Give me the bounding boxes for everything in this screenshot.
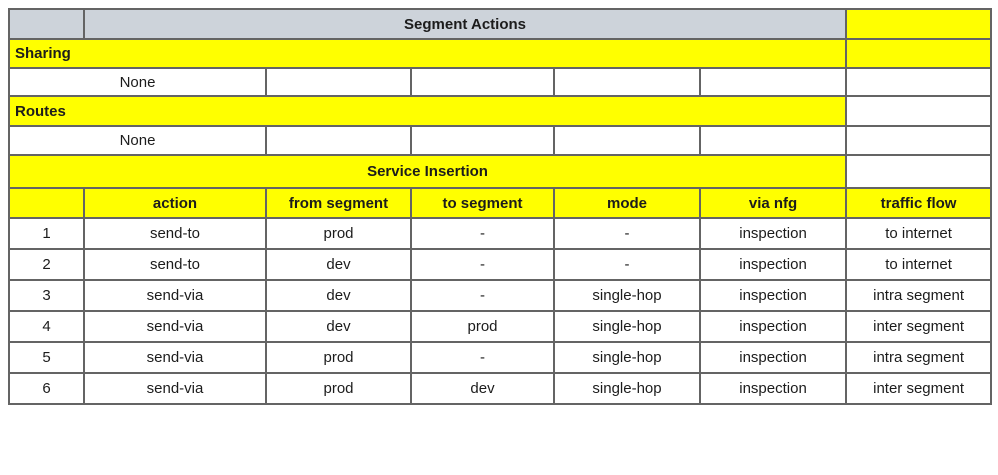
cell-action: send-to: [83, 248, 267, 281]
service-insertion-band-row: Service Insertion: [7, 154, 993, 189]
routes-band-row: Routes: [7, 95, 993, 127]
cell-to-segment: dev: [410, 372, 555, 405]
sharing-right-cell: [845, 38, 993, 69]
column-header-to-segment: to segment: [410, 187, 555, 219]
title-corner-cell: [8, 8, 85, 40]
cell-action: send-via: [83, 372, 267, 405]
routes-value-row: None: [8, 125, 993, 156]
service-insertion-right-cell: [845, 154, 993, 189]
sharing-section-label: Sharing: [7, 38, 848, 69]
cell-via-nfg: inspection: [698, 217, 848, 250]
cell-to-segment: -: [410, 341, 555, 374]
column-header-via-nfg: via nfg: [698, 187, 848, 219]
empty-cell: [845, 125, 993, 156]
column-header-row-num: [8, 187, 85, 219]
row-number: 5: [8, 341, 85, 374]
column-header-from-segment: from segment: [265, 187, 412, 219]
row-number: 6: [8, 372, 85, 405]
sharing-band-row: Sharing: [7, 38, 993, 69]
cell-to-segment: prod: [410, 310, 555, 343]
cell-to-segment: -: [410, 217, 555, 250]
table-row: 3 send-via dev - single-hop inspection i…: [8, 279, 993, 312]
column-header-row: action from segment to segment mode via …: [8, 187, 993, 219]
cell-from-segment: dev: [265, 248, 412, 281]
cell-from-segment: dev: [265, 310, 412, 343]
cell-mode: -: [553, 248, 701, 281]
column-header-traffic-flow: traffic flow: [845, 187, 993, 219]
table-row: 6 send-via prod dev single-hop inspectio…: [8, 372, 993, 405]
cell-action: send-via: [83, 279, 267, 312]
row-number: 4: [8, 310, 85, 343]
empty-cell: [410, 67, 555, 97]
table-row: 1 send-to prod - - inspection to interne…: [8, 217, 993, 250]
cell-traffic-flow: inter segment: [845, 372, 993, 405]
cell-to-segment: -: [410, 248, 555, 281]
empty-cell: [553, 125, 701, 156]
row-number: 3: [8, 279, 85, 312]
cell-via-nfg: inspection: [698, 372, 848, 405]
empty-cell: [265, 67, 412, 97]
cell-via-nfg: inspection: [698, 248, 848, 281]
cell-from-segment: prod: [265, 372, 412, 405]
cell-mode: single-hop: [553, 341, 701, 374]
cell-action: send-via: [83, 310, 267, 343]
routes-right-cell: [845, 95, 993, 127]
cell-to-segment: -: [410, 279, 555, 312]
cell-via-nfg: inspection: [698, 310, 848, 343]
table-row: 5 send-via prod - single-hop inspection …: [8, 341, 993, 374]
row-number: 2: [8, 248, 85, 281]
segment-actions-table: Segment Actions Sharing None Routes None…: [7, 8, 993, 405]
cell-mode: single-hop: [553, 310, 701, 343]
table-title: Segment Actions: [82, 8, 848, 40]
cell-traffic-flow: intra segment: [845, 341, 993, 374]
title-right-cell: [845, 8, 993, 40]
cell-mode: single-hop: [553, 372, 701, 405]
cell-from-segment: dev: [265, 279, 412, 312]
cell-from-segment: prod: [265, 217, 412, 250]
title-row: Segment Actions: [8, 8, 993, 40]
sharing-value: None: [8, 67, 267, 97]
empty-cell: [698, 125, 848, 156]
cell-mode: -: [553, 217, 701, 250]
cell-mode: single-hop: [553, 279, 701, 312]
routes-value: None: [8, 125, 267, 156]
cell-from-segment: prod: [265, 341, 412, 374]
table-row: 4 send-via dev prod single-hop inspectio…: [8, 310, 993, 343]
service-insertion-section-label: Service Insertion: [7, 154, 848, 189]
cell-via-nfg: inspection: [698, 279, 848, 312]
empty-cell: [553, 67, 701, 97]
empty-cell: [410, 125, 555, 156]
empty-cell: [845, 67, 993, 97]
cell-action: send-to: [83, 217, 267, 250]
cell-traffic-flow: intra segment: [845, 279, 993, 312]
empty-cell: [698, 67, 848, 97]
empty-cell: [265, 125, 412, 156]
cell-action: send-via: [83, 341, 267, 374]
cell-traffic-flow: to internet: [845, 217, 993, 250]
table-row: 2 send-to dev - - inspection to internet: [8, 248, 993, 281]
cell-traffic-flow: to internet: [845, 248, 993, 281]
column-header-action: action: [83, 187, 267, 219]
column-header-mode: mode: [553, 187, 701, 219]
routes-section-label: Routes: [7, 95, 848, 127]
row-number: 1: [8, 217, 85, 250]
cell-traffic-flow: inter segment: [845, 310, 993, 343]
sharing-value-row: None: [8, 67, 993, 97]
cell-via-nfg: inspection: [698, 341, 848, 374]
